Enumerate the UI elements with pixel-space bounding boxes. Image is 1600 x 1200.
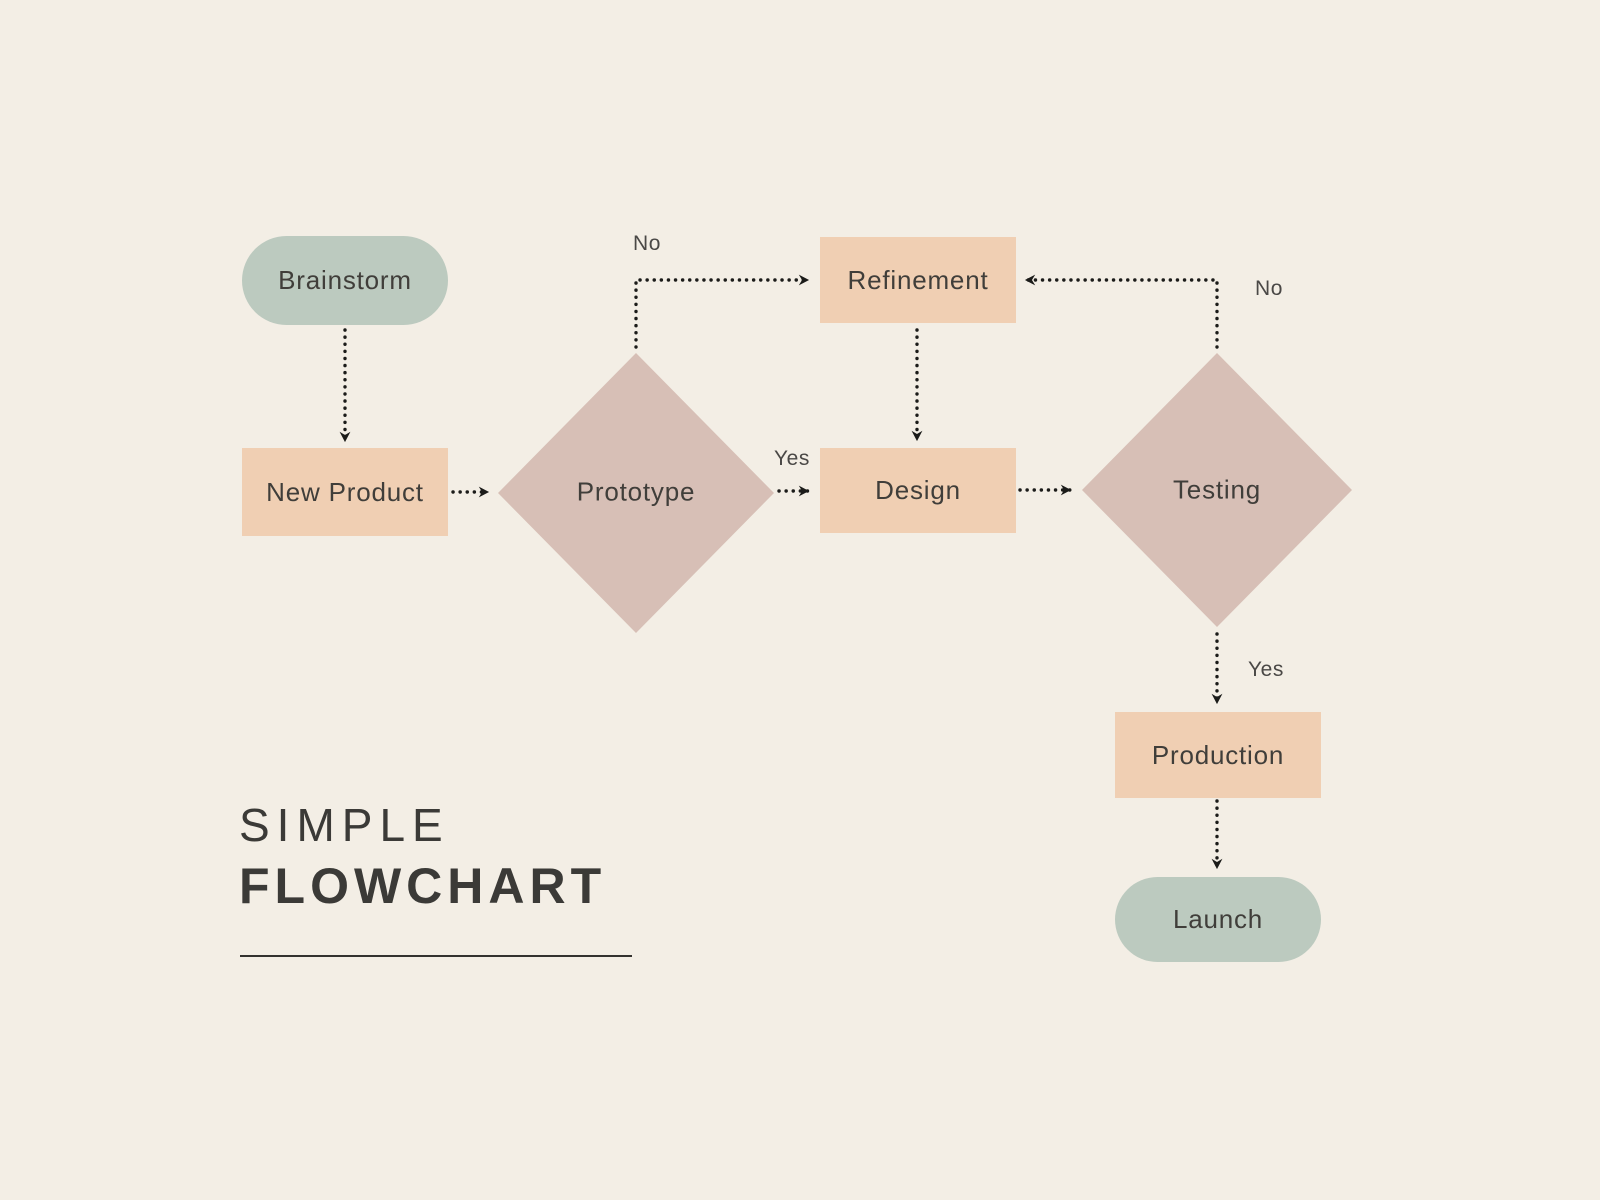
node-refinement: Refinement bbox=[820, 237, 1016, 323]
edge-label-prototype-no: No bbox=[632, 232, 662, 255]
title-underline bbox=[240, 955, 632, 957]
diagram-title: SIMPLE FLOWCHART bbox=[239, 802, 606, 911]
node-new-product: New Product bbox=[242, 448, 448, 536]
diagram-title-line2: FLOWCHART bbox=[239, 858, 607, 914]
node-new-product-label: New Product bbox=[266, 476, 424, 507]
node-testing-label: Testing bbox=[1173, 474, 1261, 505]
diagram-title-line1: SIMPLE bbox=[239, 799, 450, 851]
edge-testing-no-to-refinement bbox=[1024, 274, 1219, 349]
node-design-label: Design bbox=[875, 475, 961, 505]
node-prototype-diamond bbox=[498, 353, 774, 633]
node-brainstorm: Brainstorm bbox=[242, 236, 448, 325]
edge-label-testing-no: No bbox=[1254, 277, 1284, 300]
node-refinement-label: Refinement bbox=[847, 264, 989, 295]
node-launch: Launch bbox=[1115, 877, 1321, 962]
node-brainstorm-label: Brainstorm bbox=[278, 265, 412, 295]
edge-label-prototype-yes: Yes bbox=[773, 447, 811, 470]
edge-prototype-no-to-refinement bbox=[634, 274, 810, 349]
node-prototype-label: Prototype bbox=[576, 476, 696, 507]
node-testing-diamond bbox=[1082, 353, 1352, 627]
edge-label-testing-yes: Yes bbox=[1247, 658, 1285, 681]
node-production: Production bbox=[1115, 712, 1321, 798]
node-launch-label: Launch bbox=[1172, 904, 1264, 934]
node-design: Design bbox=[820, 448, 1016, 533]
node-production-label: Production bbox=[1151, 739, 1285, 770]
